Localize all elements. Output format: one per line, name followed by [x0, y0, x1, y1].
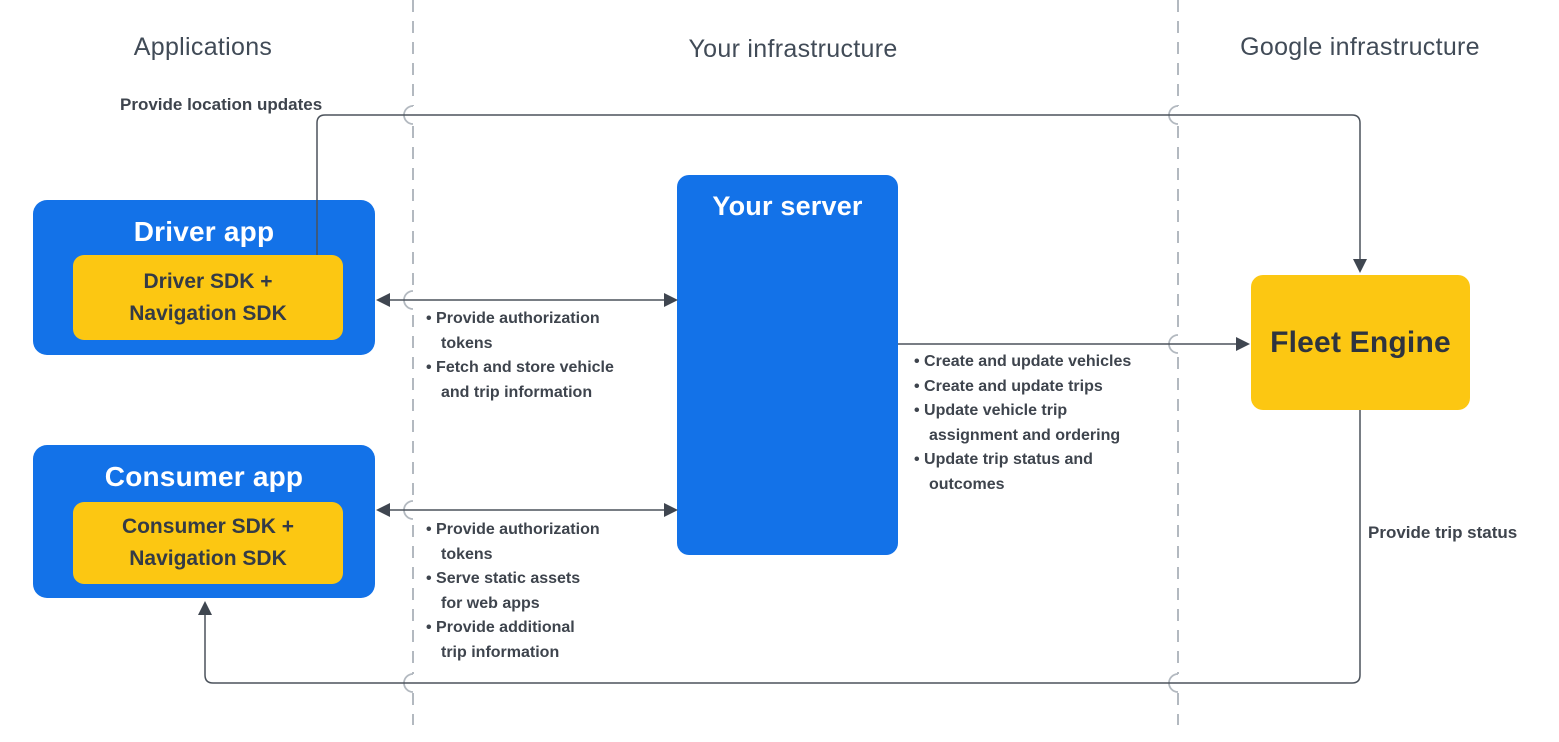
- column-header-your-infrastructure: Your infrastructure: [688, 35, 898, 63]
- bullet-item: Update trip status and outcomes: [914, 448, 1174, 497]
- node-your-server: Your server: [677, 175, 898, 555]
- edge-label-provide-trip-status: Provide trip status: [1368, 523, 1518, 542]
- driver-sdk-box: Driver SDK + Navigation SDK: [73, 255, 343, 340]
- node-fleet-engine: Fleet Engine: [1251, 275, 1470, 410]
- bullets-driver-server: Provide authorization tokensFetch and st…: [426, 307, 651, 405]
- bullets-consumer-server: Provide authorization tokensServe static…: [426, 518, 651, 665]
- bullets-server-fleet: Create and update vehiclesCreate and upd…: [914, 350, 1174, 497]
- arrowhead-into-fleet-top: [1353, 259, 1367, 273]
- arrowhead-into-consumer-bottom: [198, 601, 212, 615]
- driver-app-title: Driver app: [133, 216, 275, 247]
- bullet-item: Provide authorization tokens: [426, 307, 651, 356]
- consumer-app-title: Consumer app: [104, 461, 304, 492]
- bullet-item: Provide additional trip information: [426, 616, 651, 665]
- column-header-applications: Applications: [133, 33, 273, 61]
- arrowhead-into-consumer: [376, 503, 390, 517]
- fleet-engine-title: Fleet Engine: [1270, 325, 1451, 359]
- node-driver-app: Driver app Driver SDK + Navigation SDK: [33, 200, 375, 355]
- bullet-item: Fetch and store vehicle and trip informa…: [426, 356, 651, 405]
- column-header-google-infrastructure: Google infrastructure: [1240, 33, 1480, 61]
- node-consumer-app: Consumer app Consumer SDK + Navigation S…: [33, 445, 375, 598]
- bullet-item: Create and update vehicles: [914, 350, 1174, 375]
- bullet-item: Provide authorization tokens: [426, 518, 651, 567]
- arrowhead-into-server-bottom: [664, 503, 678, 517]
- bullet-item: Serve static assets for web apps: [426, 567, 651, 616]
- consumer-sdk-label: Consumer SDK + Navigation SDK: [121, 515, 295, 570]
- edge-label-provide-location-updates: Provide location updates: [120, 95, 323, 114]
- bullet-item: Update vehicle trip assignment and order…: [914, 399, 1174, 448]
- arrowhead-into-server-top: [664, 293, 678, 307]
- bullet-item: Create and update trips: [914, 375, 1174, 400]
- arrowhead-into-driver: [376, 293, 390, 307]
- driver-sdk-label: Driver SDK + Navigation SDK: [129, 269, 287, 325]
- your-server-title: Your server: [712, 191, 863, 221]
- arrowhead-into-fleet-left: [1236, 337, 1250, 351]
- consumer-sdk-box: Consumer SDK + Navigation SDK: [73, 502, 343, 584]
